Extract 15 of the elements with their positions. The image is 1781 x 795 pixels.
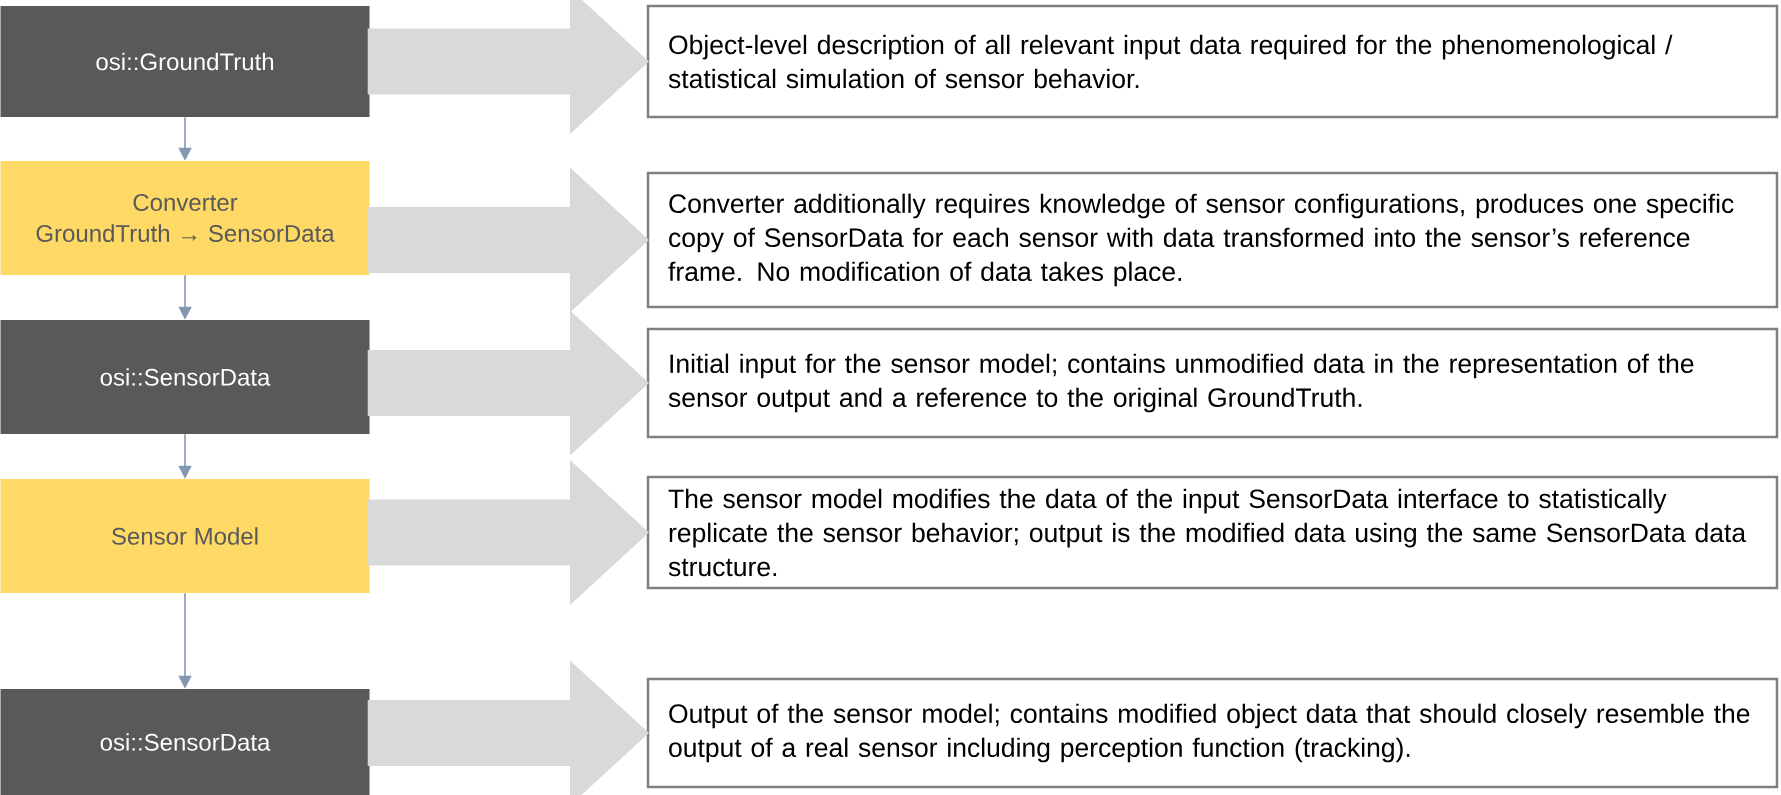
description-box: Initial input for the sensor model; contains unmodified data in the representation of the sensor output and a reference to the original GroundTruth. [646,327,1779,439]
description-box: Output of the sensor model; contains modified object data that should closely resemble the output of a real sensor including perception function (tracking). [646,677,1779,789]
description-box: Object-level description of all relevant input data required for the phenomenological / statistical simulation of sensor behavior. [646,4,1779,119]
data-box: osi::SensorData [0,320,370,434]
description-box: The sensor model modifies the data of the input SensorData interface to statistically replicate the sensor behavior; output is the modified data using the same SensorData data structure. [646,475,1779,590]
chevron-arrow [367,0,649,135]
data-box: Converter GroundTruth → SensorData [0,161,370,275]
chevron-arrow [367,660,649,795]
data-box: Sensor Model [0,479,370,593]
chevron-arrow [367,459,649,606]
data-box: osi::GroundTruth [0,6,370,117]
data-box: osi::SensorData [0,689,370,795]
description-box: Converter additionally requires knowledge of sensor configurations, produces one specific copy of SensorData for each sensor with data transformed into the sensor’s reference frame. No modification of data takes place. [646,171,1779,309]
chevron-arrow [367,310,649,456]
chevron-arrow [367,167,649,313]
